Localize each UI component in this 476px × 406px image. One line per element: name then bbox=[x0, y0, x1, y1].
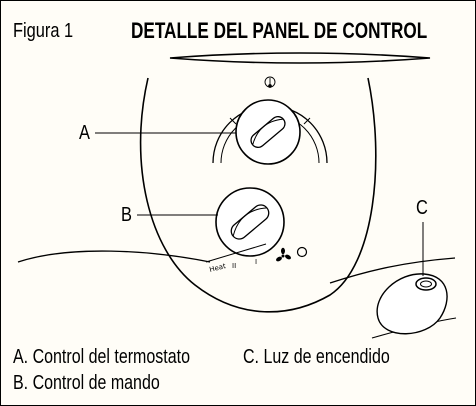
setting-high-label: II bbox=[232, 262, 236, 270]
top-slot bbox=[169, 52, 431, 64]
heater-body-outline bbox=[139, 77, 377, 313]
figure-title: DETALLE DEL PANEL DE CONTROL bbox=[131, 18, 428, 43]
callout-a: A bbox=[79, 122, 90, 144]
thermostat-scale-tick-left bbox=[229, 117, 237, 125]
mode-dial bbox=[215, 187, 285, 257]
legend-item-c: C. Luz de encendido bbox=[243, 346, 390, 368]
power-light bbox=[376, 273, 448, 335]
thermostat-dial bbox=[235, 99, 301, 165]
callout-b: B bbox=[121, 204, 132, 226]
callout-c: C bbox=[416, 197, 428, 219]
heat-setting-label: Heat bbox=[209, 262, 227, 274]
mode-scale-line bbox=[205, 243, 267, 263]
thermostat-scale-tick-right bbox=[303, 117, 311, 125]
legend-item-a: A. Control del termostato bbox=[13, 346, 190, 368]
setting-low-label: I bbox=[255, 258, 257, 266]
legend-item-b: B. Control de mando bbox=[13, 372, 160, 394]
thermometer-icon bbox=[264, 76, 276, 88]
figure-label: Figura 1 bbox=[13, 20, 74, 42]
base-curve-left bbox=[17, 250, 211, 263]
base-curve-right bbox=[329, 257, 456, 284]
indicator-ring bbox=[296, 246, 308, 258]
fan-icon bbox=[276, 247, 291, 262]
